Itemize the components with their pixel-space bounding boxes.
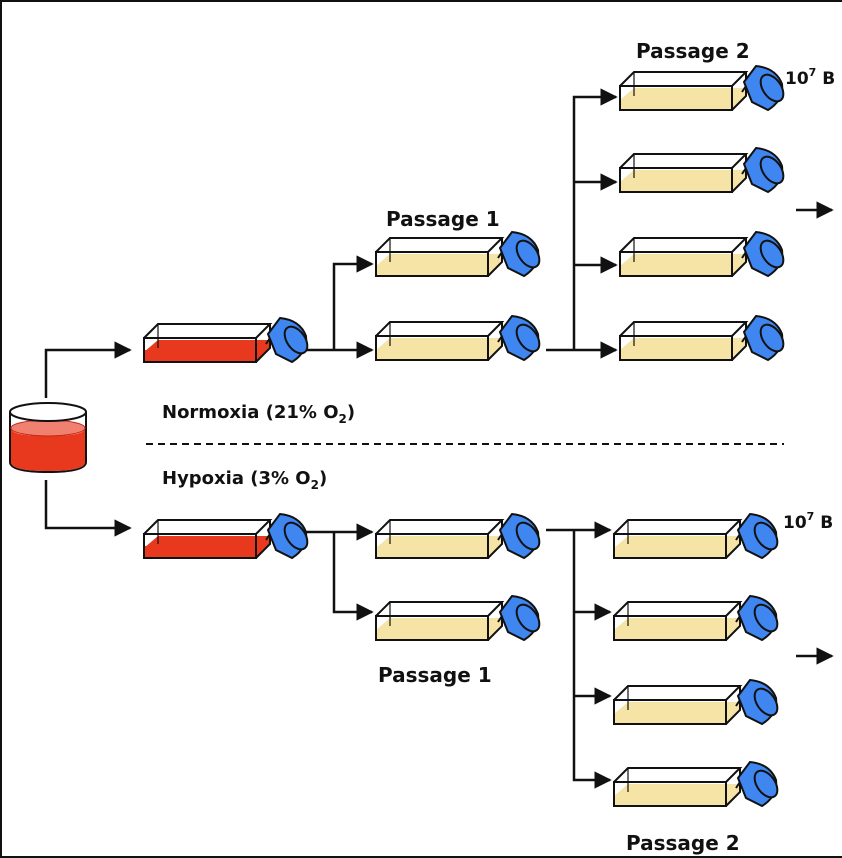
normoxia-p1-flask-2 (375, 314, 541, 362)
normoxia-p2-flask-3 (619, 230, 785, 278)
flask-top-face (375, 519, 505, 535)
flask-top-face (375, 237, 505, 253)
flask-front-face (613, 699, 727, 725)
flask-top-face (619, 321, 749, 337)
culture-medium (620, 170, 746, 192)
cap-top (759, 155, 785, 185)
culture-medium-front (144, 546, 256, 558)
flask-front-face (619, 251, 733, 277)
hypoxia-p1-flask-1 (375, 512, 541, 560)
culture-medium (614, 784, 740, 806)
flask-top-face (375, 321, 505, 337)
normoxia-initial-flask (143, 316, 309, 364)
flask-front-face (143, 337, 257, 363)
arrow-hypoxia-p1-lower (332, 532, 374, 621)
cap-top (753, 521, 779, 551)
flask-top-face (619, 237, 749, 253)
flask-front-face (613, 533, 727, 559)
arrow-normoxia-p1-upper (332, 255, 374, 350)
arrow-normoxia-p2-1 (572, 88, 618, 350)
cap-top (759, 323, 785, 353)
flask-group (143, 64, 785, 808)
cap-top (515, 521, 541, 551)
flask-front-face (375, 615, 489, 641)
cap-top (753, 687, 779, 717)
flask-top-face (613, 685, 743, 701)
culture-medium (620, 338, 746, 360)
hypoxia-p2-flask-2 (613, 594, 779, 642)
culture-medium (376, 254, 502, 276)
arrow-hypoxia-p2-4 (572, 530, 612, 789)
cell-count-label-bottom: 107 B (783, 510, 833, 533)
culture-medium (376, 536, 502, 558)
culture-medium-front (144, 350, 256, 362)
culture-medium (620, 88, 746, 110)
culture-medium (376, 618, 502, 640)
flask-front-face (375, 533, 489, 559)
flask-top-face (375, 601, 505, 617)
culture-medium (376, 338, 502, 360)
hypoxia-p2-flask-4 (613, 760, 779, 808)
cap-top (283, 521, 309, 551)
cap-top (759, 239, 785, 269)
normoxia-p1-flask-1 (375, 230, 541, 278)
passage-2-label-bottom: Passage 2 (626, 831, 740, 855)
flask-top-face (613, 767, 743, 783)
flask-top-face (619, 71, 749, 87)
cell-count-label-top: 107 B (785, 66, 835, 89)
hypoxia-label: Hypoxia (3% O2) (162, 468, 327, 492)
flask-front-face (619, 335, 733, 361)
hypoxia-p1-flask-2 (375, 594, 541, 642)
flask-front-face (613, 615, 727, 641)
culture-medium (614, 702, 740, 724)
flask-front-face (619, 85, 733, 111)
cap-top (283, 325, 309, 355)
hypoxia-initial-flask (143, 512, 309, 560)
flask-top-face (143, 519, 273, 535)
passage-1-label-bottom: Passage 1 (378, 663, 492, 687)
flask-front-face (143, 533, 257, 559)
culture-medium (620, 254, 746, 276)
culture-medium (614, 536, 740, 558)
connector-lines (44, 88, 834, 789)
hypoxia-p2-flask-3 (613, 678, 779, 726)
beaker-red-medium-icon (9, 402, 87, 474)
culture-medium (614, 618, 740, 640)
cap-top (515, 323, 541, 353)
cap-top (759, 73, 785, 103)
arrow-to-normoxia-flask (44, 341, 132, 398)
flask-front-face (375, 335, 489, 361)
cap-top (515, 239, 541, 269)
flask-top-face (143, 323, 273, 339)
flask-top-face (613, 601, 743, 617)
normoxia-p2-flask-4 (619, 314, 785, 362)
cap-top (515, 603, 541, 633)
cap-top (753, 603, 779, 633)
normoxia-label: Normoxia (21% O2) (162, 402, 355, 426)
flask-top-face (619, 153, 749, 169)
passage-2-label-top: Passage 2 (636, 39, 750, 63)
flask-front-face (619, 167, 733, 193)
flask-front-face (375, 251, 489, 277)
flask-top-face (613, 519, 743, 535)
arrow-to-hypoxia-flask (44, 480, 132, 537)
passage-1-label-top: Passage 1 (386, 207, 500, 231)
normoxia-p2-flask-1 (619, 64, 785, 112)
flask-front-face (613, 781, 727, 807)
cap-top (753, 769, 779, 799)
normoxia-p2-flask-2 (619, 146, 785, 194)
hypoxia-p2-flask-1 (613, 512, 779, 560)
